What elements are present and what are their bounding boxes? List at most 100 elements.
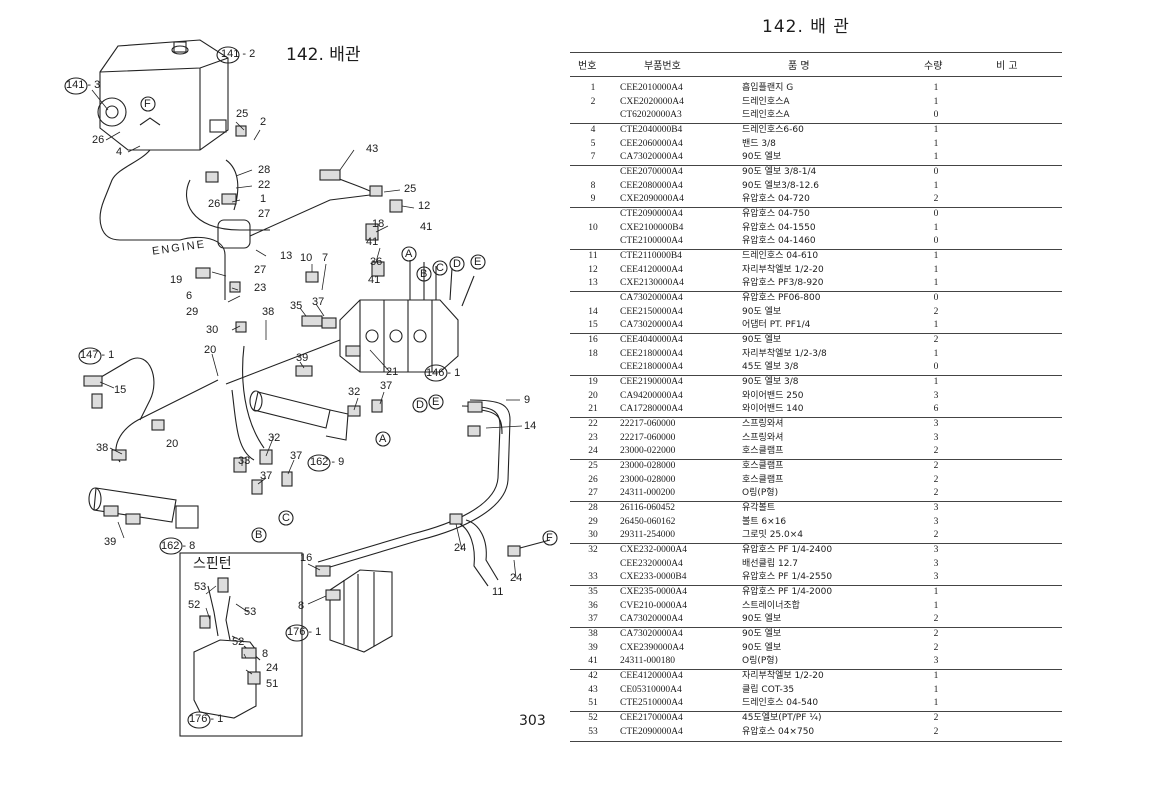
- row-19-name: 자리부착엘보 1/2-3/8: [742, 348, 827, 359]
- row-42-name: 자리부착엘보 1/2-20: [742, 671, 824, 681]
- callout-c8b: 8: [262, 648, 269, 660]
- callout-c39a: 39: [296, 352, 309, 364]
- row-41-qty: 3: [933, 656, 939, 666]
- row-39-name: 90도 엘보: [742, 629, 782, 639]
- callout-c53a: 53: [194, 581, 207, 593]
- row-25-no: 23: [588, 432, 598, 443]
- row-35-name: 유압호스 PF 1/4-2550: [742, 572, 833, 582]
- callout-c18: 18: [372, 218, 385, 230]
- group-rule: [570, 585, 1062, 586]
- row-33-name: 유압호스 PF 1/4-2400: [742, 545, 833, 555]
- callout-c162b: 162 - 8: [161, 540, 196, 552]
- row-45-no: 52: [588, 713, 598, 723]
- callout-c33: 33: [238, 455, 251, 467]
- row-22-qty: 3: [933, 390, 939, 401]
- row-37-qty: 1: [933, 600, 939, 611]
- row-12-qty: 1: [933, 251, 939, 261]
- row-45-part: CEE2170000A4: [620, 713, 683, 723]
- row-21-qty: 1: [933, 377, 939, 387]
- row-22-no: 20: [588, 390, 598, 401]
- row-3-part: CTE2040000B4: [620, 125, 683, 135]
- row-19-part: CEE2180000A4: [620, 348, 683, 359]
- callout-c38a: 38: [262, 306, 275, 318]
- callout-c9: 9: [524, 394, 531, 406]
- row-43-name: 클립 COT-35: [742, 684, 795, 695]
- row-35-qty: 3: [933, 572, 939, 582]
- row-0-no: 1: [590, 83, 596, 93]
- row-39-qty: 2: [933, 629, 939, 639]
- callout-c16: 16: [300, 552, 313, 564]
- row-32-part: 29311-254000: [620, 530, 676, 540]
- diagram-title: 142. 배관: [286, 45, 361, 65]
- callout-cEb: E: [432, 396, 440, 408]
- row-44-qty: 1: [933, 698, 939, 708]
- table-title: 142. 배 관: [762, 17, 850, 37]
- row-9-qty: 0: [933, 209, 939, 219]
- row-29-qty: 2: [933, 488, 939, 498]
- row-1-qty: 1: [933, 96, 939, 107]
- row-33-qty: 3: [933, 545, 939, 555]
- row-21-name: 90도 엘보 3/8: [742, 377, 799, 387]
- callout-c25a: 25: [236, 108, 249, 120]
- row-8-part: CXE2090000A4: [620, 194, 684, 204]
- row-8-name: 유압호스 04-720: [742, 194, 810, 204]
- header-qty: 수량: [924, 61, 943, 72]
- row-3-name: 드레인호스6-60: [742, 125, 804, 135]
- row-43-no: 43: [588, 684, 598, 695]
- group-rule: [570, 123, 1062, 124]
- callout-c32b: 32: [268, 432, 281, 444]
- callout-c146: 146 - 1: [426, 367, 461, 379]
- callout-cBb: B: [255, 529, 263, 541]
- row-33-no: 32: [588, 545, 598, 555]
- row-15-qty: 0: [933, 293, 939, 303]
- row-31-name: 볼트 6×16: [742, 516, 787, 527]
- row-20-qty: 0: [933, 362, 939, 372]
- row-19-no: 18: [588, 348, 598, 359]
- row-41-no: 41: [588, 656, 598, 666]
- row-19-qty: 1: [933, 348, 939, 359]
- row-6-part: CEE2070000A4: [620, 167, 683, 177]
- row-34-name: 배선클립 12.7: [742, 558, 799, 569]
- row-39-part: CA73020000A4: [620, 629, 683, 639]
- row-4-no: 5: [590, 138, 596, 149]
- row-7-part: CEE2080000A4: [620, 180, 683, 191]
- callout-c20a: 20: [204, 344, 217, 356]
- row-38-part: CA73020000A4: [620, 614, 683, 624]
- row-45-name: 45도엘보(PT/PF ¼): [742, 713, 822, 723]
- callout-cD: D: [453, 258, 461, 270]
- row-44-no: 51: [588, 698, 598, 708]
- row-27-qty: 2: [933, 461, 939, 471]
- row-36-no: 35: [588, 587, 598, 597]
- row-43-part: CE05310000A4: [620, 684, 682, 695]
- row-3-qty: 1: [933, 125, 939, 135]
- row-40-no: 39: [588, 642, 598, 653]
- row-5-no: 7: [590, 152, 596, 162]
- row-26-name: 호스클램프: [742, 446, 784, 456]
- row-46-part: CTE2090000A4: [620, 726, 683, 737]
- row-38-name: 90도 엘보: [742, 614, 782, 624]
- row-42-no: 42: [588, 671, 598, 681]
- row-45-qty: 2: [933, 713, 939, 723]
- row-16-name: 90도 엘보: [742, 306, 782, 317]
- row-6-qty: 0: [933, 167, 939, 177]
- callout-c176a: 176 - 1: [287, 626, 322, 638]
- group-rule: [570, 627, 1062, 628]
- row-18-name: 90도 엘보: [742, 335, 782, 345]
- row-34-qty: 3: [933, 558, 939, 569]
- callout-c30: 30: [206, 324, 219, 336]
- row-31-qty: 3: [933, 516, 939, 527]
- callout-c36: 36: [370, 256, 383, 268]
- row-2-part: CT62020000A3: [620, 110, 682, 120]
- row-26-qty: 2: [933, 446, 939, 456]
- callout-c29: 29: [186, 306, 199, 318]
- row-15-name: 유압호스 PF06-800: [742, 293, 821, 303]
- row-20-part: CEE2180000A4: [620, 362, 683, 372]
- lower-valve: [329, 569, 393, 653]
- callout-c51: 51: [266, 678, 279, 690]
- callout-c10: 10: [300, 252, 313, 264]
- row-30-qty: 3: [933, 503, 939, 513]
- row-37-name: 스트레이너조합: [742, 600, 800, 611]
- row-43-qty: 1: [933, 684, 939, 695]
- row-23-no: 21: [588, 404, 598, 414]
- callout-c24b: 24: [510, 572, 523, 584]
